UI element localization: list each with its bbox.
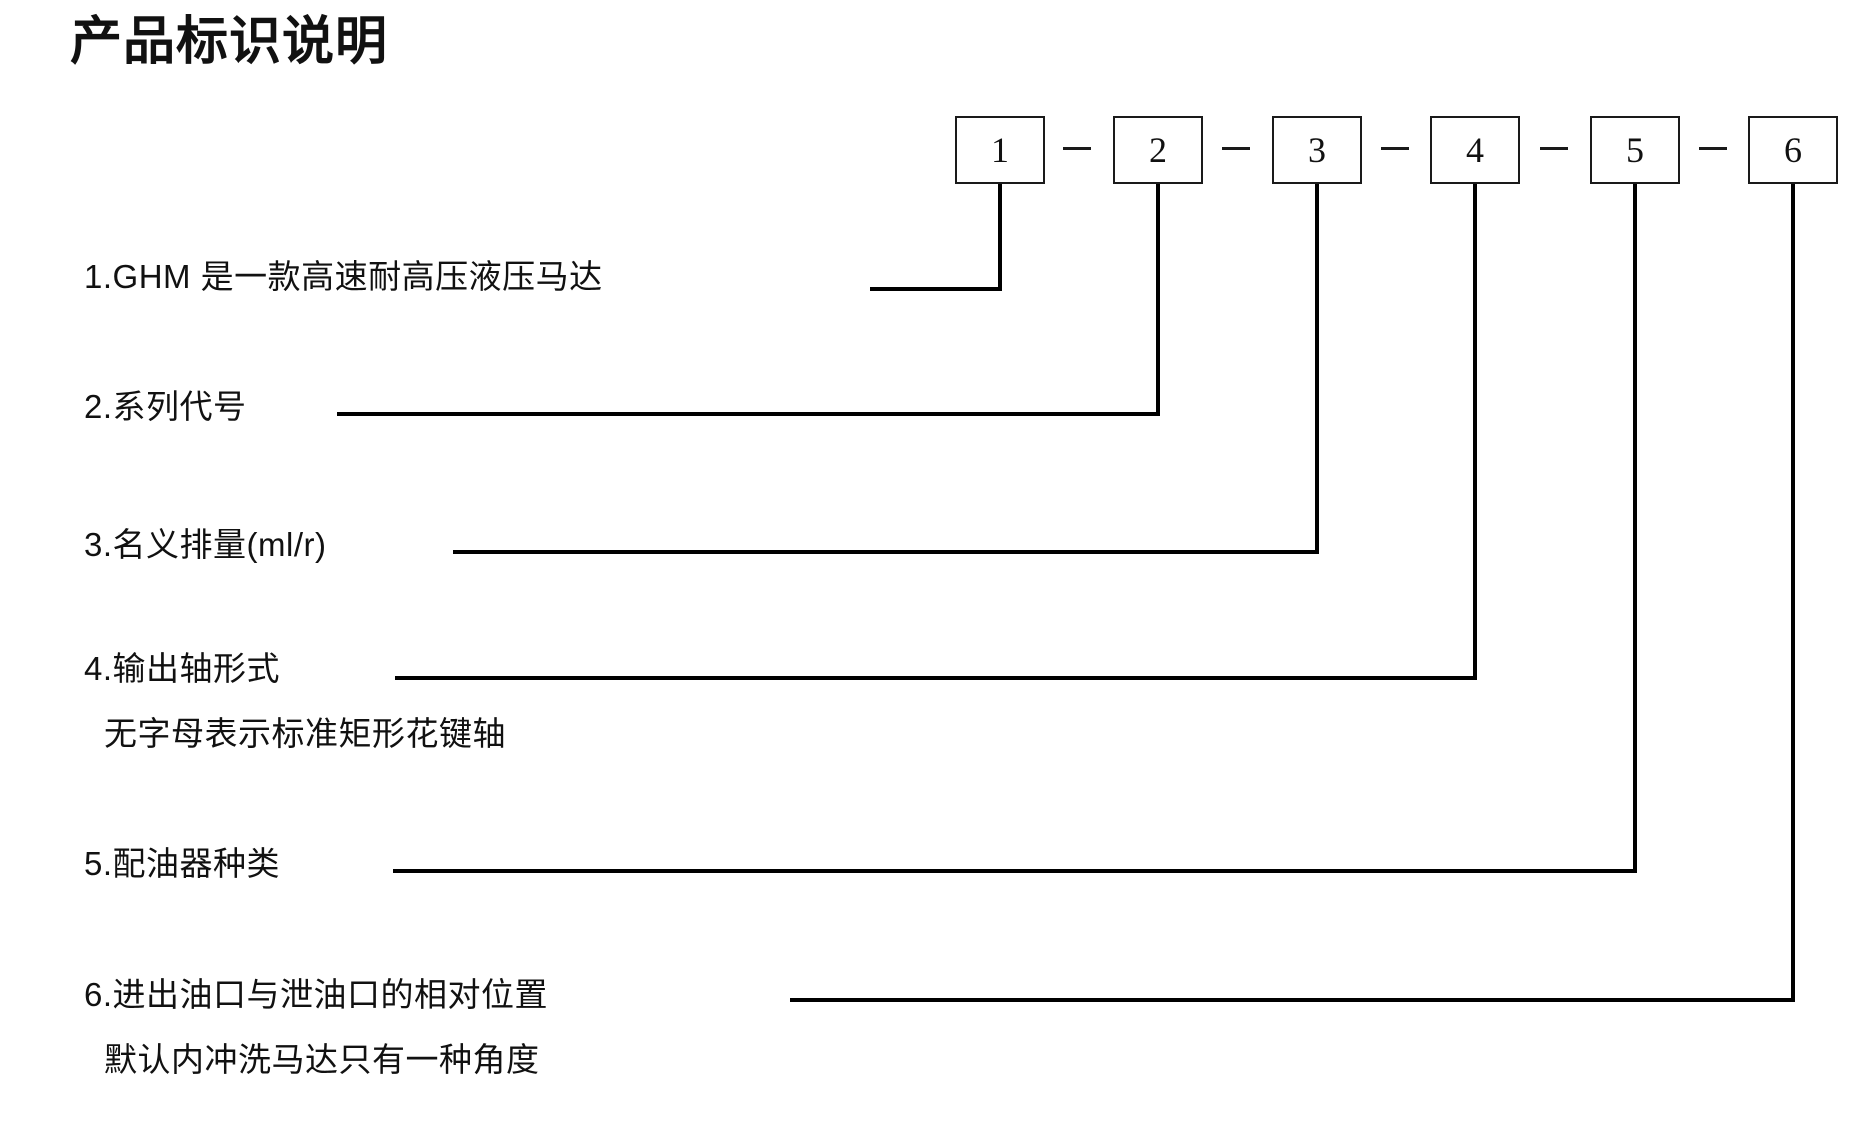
page-title: 产品标识说明 [70, 13, 389, 71]
code-box-4[interactable]: 4 [1430, 116, 1520, 184]
leader-vline-4 [1473, 184, 1477, 680]
leader-hline-5 [393, 869, 1635, 873]
leader-hline-3 [453, 550, 1317, 554]
code-box-6[interactable]: 6 [1748, 116, 1838, 184]
code-box-1[interactable]: 1 [955, 116, 1045, 184]
code-box-3-label: 3 [1308, 130, 1326, 170]
leader-vline-1 [998, 184, 1002, 291]
description-item-1: 1.GHM 是一款高速耐高压液压马达 [84, 258, 603, 295]
description-item-6: 6.进出油口与泄油口的相对位置 [84, 976, 549, 1013]
code-box-3[interactable]: 3 [1272, 116, 1362, 184]
code-box-5-label: 5 [1626, 130, 1644, 170]
leader-vline-3 [1315, 184, 1319, 554]
description-item-4-sub: 无字母表示标准矩形花键轴 [104, 715, 506, 752]
description-item-3: 3.名义排量(ml/r) [84, 526, 327, 563]
description-item-2: 2.系列代号 [84, 388, 247, 425]
separator-dash-3 [1381, 147, 1409, 150]
leader-hline-6 [790, 998, 1793, 1002]
leader-vline-6 [1791, 184, 1795, 1002]
leader-hline-1 [870, 287, 1000, 291]
separator-dash-4 [1540, 147, 1568, 150]
description-item-5: 5.配油器种类 [84, 845, 281, 882]
separator-dash-2 [1222, 147, 1250, 150]
separator-dash-5 [1699, 147, 1727, 150]
code-box-6-label: 6 [1784, 130, 1802, 170]
code-box-5[interactable]: 5 [1590, 116, 1680, 184]
code-box-1-label: 1 [991, 130, 1009, 170]
description-item-4: 4.输出轴形式 [84, 650, 281, 687]
code-box-2-label: 2 [1149, 130, 1167, 170]
separator-dash-1 [1063, 147, 1091, 150]
code-box-4-label: 4 [1466, 130, 1484, 170]
leader-hline-4 [395, 676, 1475, 680]
leader-vline-5 [1633, 184, 1637, 873]
description-item-6-sub: 默认内冲洗马达只有一种角度 [104, 1041, 540, 1078]
leader-vline-2 [1156, 184, 1160, 416]
leader-hline-2 [337, 412, 1158, 416]
code-box-2[interactable]: 2 [1113, 116, 1203, 184]
